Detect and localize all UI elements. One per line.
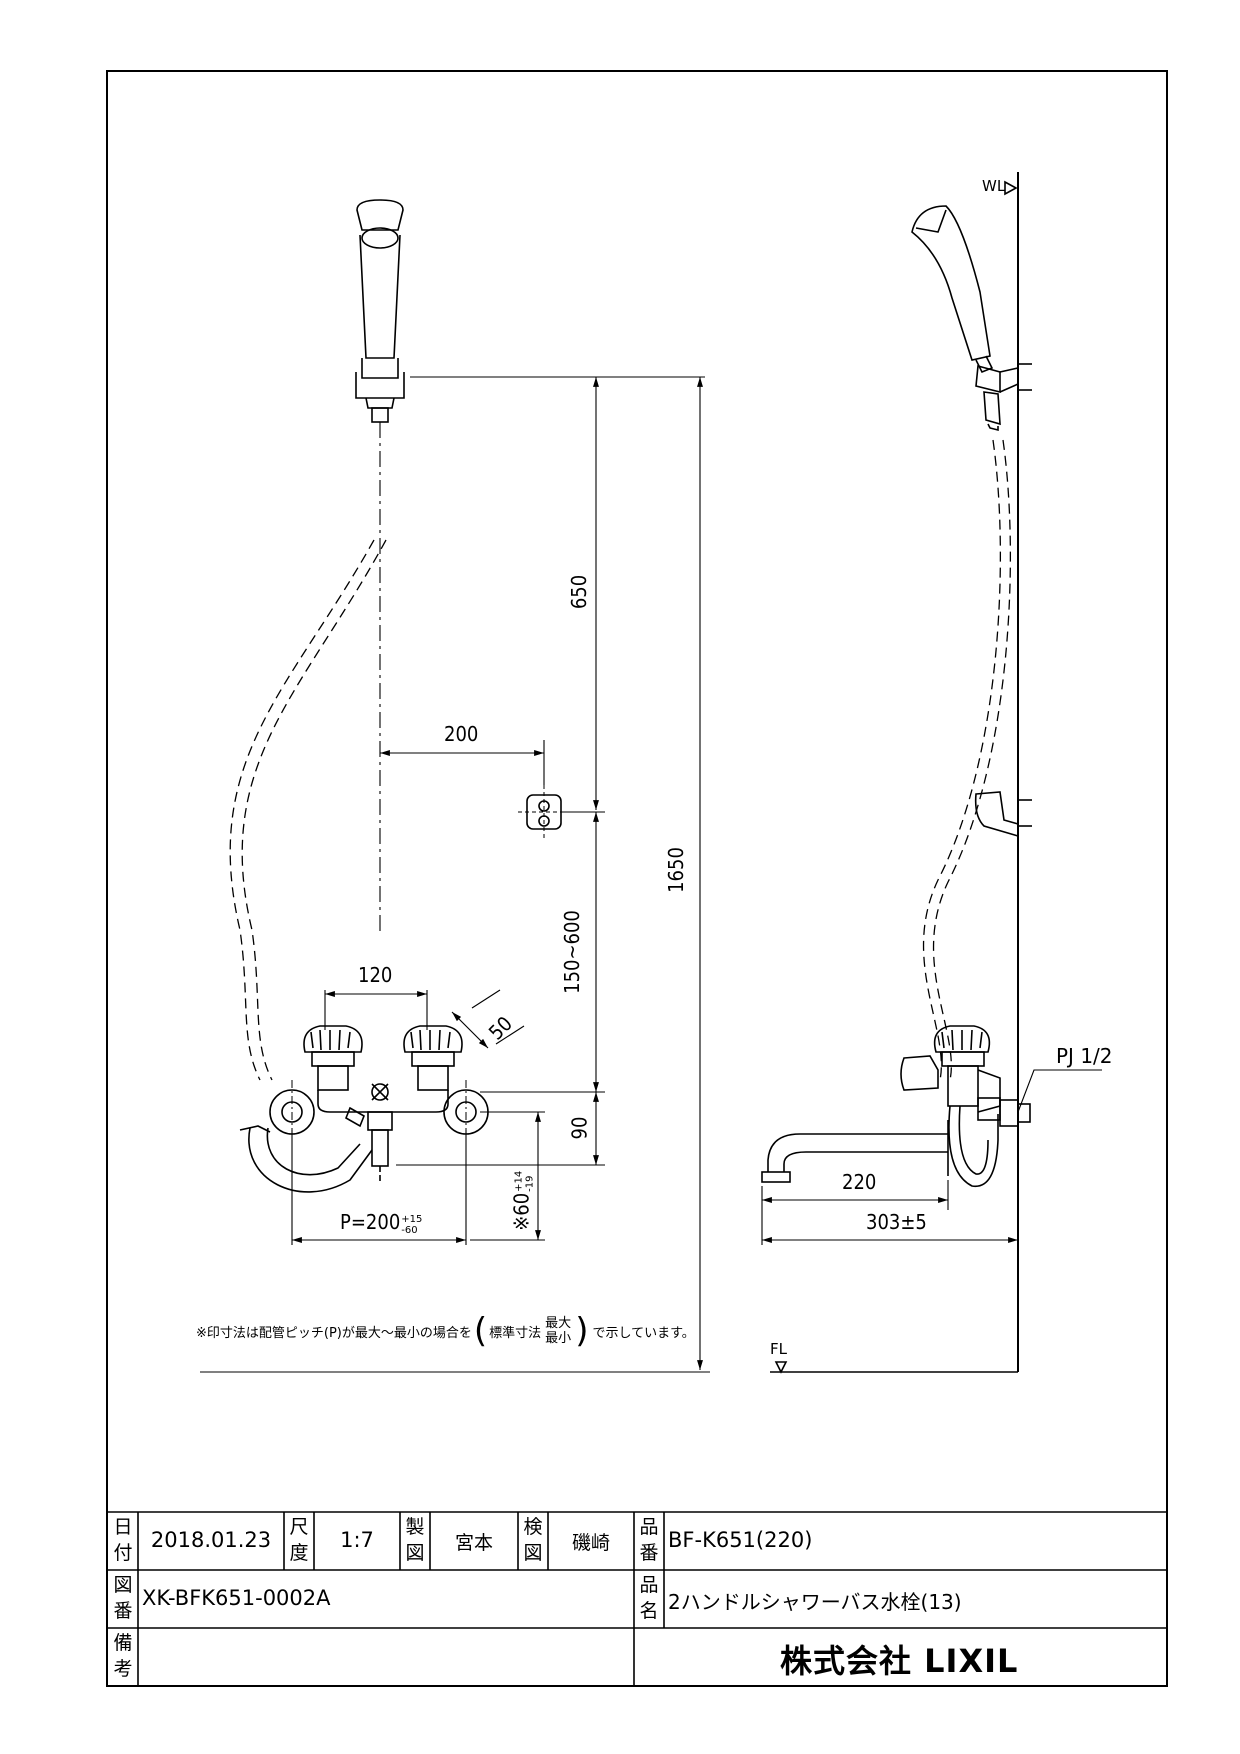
dim-60-tol-plus: +14 <box>512 1170 524 1192</box>
dim-pitch-tol-plus: +15 <box>401 1213 423 1225</box>
date-value: 2018.01.23 <box>150 1528 272 1552</box>
product-name-label: 品 名 <box>639 1574 659 1622</box>
checked-by: 磯崎 <box>571 1532 610 1554</box>
faucet-body-front <box>239 1025 489 1193</box>
dim-650: 650 <box>567 574 592 610</box>
shower-head-front <box>355 199 405 423</box>
faucet-body-side <box>761 1025 1031 1188</box>
hose-side <box>922 439 1002 1081</box>
dim-60-tol-minus: -19 <box>523 1175 535 1192</box>
dim-303: 303±5 <box>866 1210 927 1234</box>
dim-120: 120 <box>358 963 393 987</box>
dimensions-side <box>761 1069 1102 1245</box>
footnote-suffix: で示しています。 <box>592 1325 695 1341</box>
footnote-standard: 標準寸法 <box>489 1325 542 1341</box>
dim-60-tolerance: +14 -19 <box>513 1171 535 1192</box>
title-block <box>107 1511 1167 1686</box>
hose-front <box>229 539 375 1081</box>
front-view <box>200 199 710 1373</box>
drawing-no-label: 図 番 <box>113 1574 133 1622</box>
product-no-label: 品 番 <box>639 1516 659 1564</box>
dim-90: 90 <box>567 1116 592 1140</box>
dim-pitch: P=200 +15 -60 <box>340 1210 422 1236</box>
wl-label: WL <box>982 177 1006 195</box>
dim-60-value: ※60 <box>509 1192 534 1231</box>
product-name: 2ハンドルシャワーバス水栓(13) <box>668 1590 962 1614</box>
scale-label: 尺 度 <box>289 1516 309 1564</box>
footnote-max: 最大 <box>545 1316 572 1331</box>
footnote-paren-open: ( <box>473 1311 488 1351</box>
date-label: 日 付 <box>113 1516 133 1564</box>
footnote-max-min: 最大 最小 <box>545 1316 571 1346</box>
scale-value: 1:7 <box>340 1528 374 1552</box>
product-no: BF-K651(220) <box>668 1528 813 1552</box>
drawn-by: 宮本 <box>454 1532 493 1554</box>
footnote: ※印寸法は配管ピッチ(P)が最大～最小の場合を ( 標準寸法 最大 最小 ) で… <box>196 1311 695 1351</box>
drawing-border <box>106 70 1168 1687</box>
dim-200: 200 <box>444 722 479 746</box>
fl-label: FL <box>770 1340 787 1358</box>
drawn-label: 製 図 <box>405 1516 425 1564</box>
dim-150-600: 150~600 <box>559 910 584 994</box>
hook-holder-side <box>974 791 1032 838</box>
drawing-no: XK-BFK651-0002A <box>142 1586 331 1610</box>
company-logo: 株式会社 LIXIL <box>780 1642 1019 1680</box>
shower-head-side <box>911 205 1032 432</box>
dimensions-front <box>200 376 710 1373</box>
side-view <box>761 172 1102 1374</box>
footnote-min: 最小 <box>545 1331 572 1346</box>
dim-pitch-value: P=200 <box>340 1210 401 1234</box>
dim-60: ※60 +14 -19 <box>509 1171 535 1231</box>
dim-1650: 1650 <box>663 847 688 893</box>
dim-220: 220 <box>842 1170 877 1194</box>
remarks-label: 備 考 <box>113 1632 133 1680</box>
pj-label: PJ 1/2 <box>1056 1044 1113 1068</box>
dim-pitch-tolerance: +15 -60 <box>401 1214 422 1236</box>
checked-label: 検 図 <box>523 1516 543 1564</box>
dim-pitch-tol-minus: -60 <box>401 1224 418 1236</box>
footnote-paren-close: ) <box>575 1311 589 1351</box>
footnote-prefix: ※印寸法は配管ピッチ(P)が最大～最小の場合を <box>196 1325 472 1341</box>
